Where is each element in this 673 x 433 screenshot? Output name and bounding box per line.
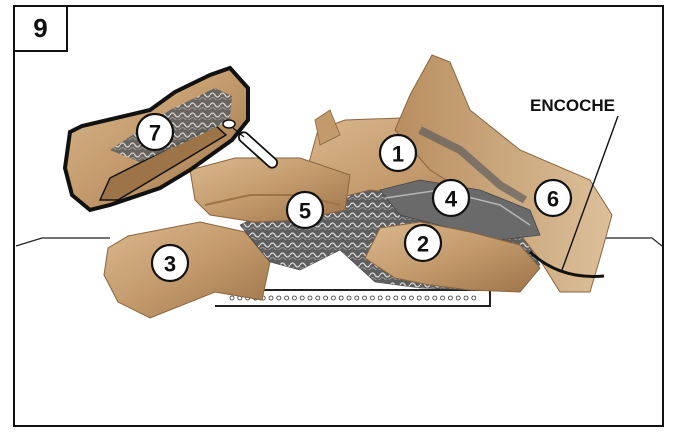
burner-port-dot	[324, 296, 328, 300]
log-badge-number: 3	[164, 252, 176, 277]
log-badge-number: 4	[445, 187, 458, 212]
burner-port-dot	[456, 296, 460, 300]
burner-port-row	[230, 296, 476, 300]
log-badge-3: 3	[152, 245, 188, 281]
log-badge-4: 4	[433, 180, 469, 216]
log-badge-5: 5	[287, 192, 323, 228]
log-badge-number: 7	[149, 121, 161, 146]
burner-port-dot	[448, 296, 452, 300]
burner-port-dot	[417, 296, 421, 300]
burner-port-dot	[308, 296, 312, 300]
burner-port-dot	[409, 296, 413, 300]
burner-port-dot	[316, 296, 320, 300]
log-badge-number: 2	[417, 232, 429, 257]
log-badge-number: 6	[547, 187, 559, 212]
burner-port-dot	[269, 296, 273, 300]
log-badge-2: 2	[405, 225, 441, 261]
log-badge-7: 7	[137, 114, 173, 150]
burner-port-dot	[285, 296, 289, 300]
burner-port-dot	[402, 296, 406, 300]
burner-port-dot	[433, 296, 437, 300]
log-badge-number: 5	[299, 199, 311, 224]
log-badge-number: 1	[392, 142, 404, 167]
burner-port-dot	[386, 296, 390, 300]
burner-port-dot	[347, 296, 351, 300]
burner-port-dot	[331, 296, 335, 300]
encoche-label: ENCOCHE	[530, 96, 615, 115]
burner-port-dot	[292, 296, 296, 300]
burner-port-dot	[355, 296, 359, 300]
burner-port-dot	[339, 296, 343, 300]
burner-port-dot	[394, 296, 398, 300]
burner-port-dot	[300, 296, 304, 300]
burner-port-dot	[363, 296, 367, 300]
burner-port-dot	[425, 296, 429, 300]
burner-port-dot	[441, 296, 445, 300]
log-badge-1: 1	[380, 135, 416, 171]
log-badge-6: 6	[535, 180, 571, 216]
burner-port-dot	[277, 296, 281, 300]
burner-port-dot	[370, 296, 374, 300]
burner-port-dot	[378, 296, 382, 300]
burner-port-dot	[464, 296, 468, 300]
burner-port-dot	[472, 296, 476, 300]
burner-port-dot	[230, 296, 234, 300]
